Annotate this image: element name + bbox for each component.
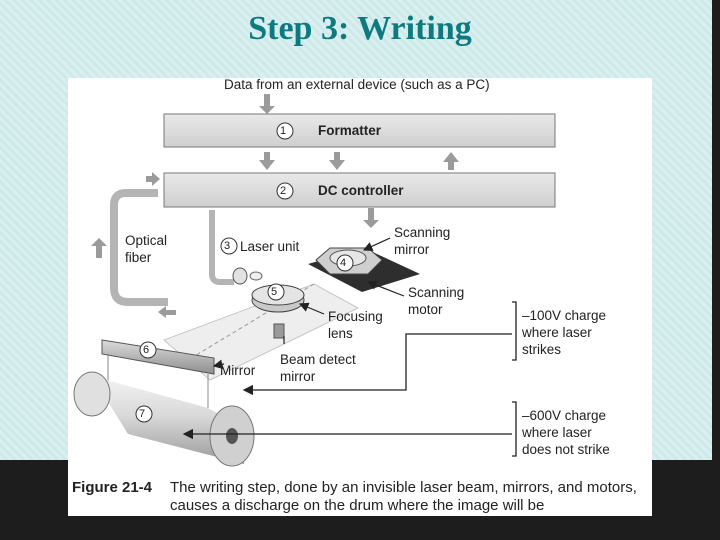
scanning-mirror-number: 4 — [340, 257, 347, 269]
drum-number: 7 — [139, 408, 146, 420]
optical-fiber-label-1: Optical — [125, 233, 168, 248]
dc-controller-label: DC controller — [318, 183, 404, 198]
formatter-label: Formatter — [318, 123, 382, 138]
charge-struck-line-1: –100V charge — [522, 308, 607, 323]
laser-unit-label: Laser unit — [240, 239, 300, 254]
charge-not-struck-line-2: where laser — [522, 425, 592, 440]
caption-text: The writing step, done by an invisible l… — [170, 479, 637, 514]
slide-title: Step 3: Writing — [248, 10, 472, 47]
laser-unit-number: 3 — [224, 240, 231, 252]
focusing-lens-label-2: lens — [328, 326, 353, 341]
formatter-number: 1 — [280, 125, 287, 137]
charge-struck-line-2: where laser — [522, 325, 592, 340]
charge-not-struck-line-3: does not strike — [522, 442, 610, 457]
dc-controller-box — [163, 172, 556, 208]
beam-detect-label-1: Beam detect — [280, 352, 356, 367]
focusing-lens-label-1: Focusing — [328, 309, 383, 324]
optical-fiber-path — [110, 189, 168, 306]
diagram-art — [68, 94, 652, 476]
mirror-label: Mirror — [220, 363, 256, 378]
scanning-motor-label-1: Scanning — [408, 285, 465, 300]
focusing-lens-number: 5 — [271, 286, 278, 298]
scanning-mirror-label-2: mirror — [394, 242, 430, 257]
drum — [92, 376, 244, 464]
figure-21-4: Data from an external device (such as a … — [68, 77, 652, 516]
dc-controller-number: 2 — [280, 185, 287, 197]
scanning-mirror-label-1: Scanning — [394, 225, 451, 240]
beam-detect-mirror — [273, 323, 285, 339]
mirror-number: 6 — [143, 344, 150, 356]
mirror — [101, 339, 215, 375]
optical-fiber-label-2: fiber — [125, 250, 152, 265]
scanning-motor-label-2: motor — [408, 302, 443, 317]
caption-label: Figure 21-4 — [72, 479, 153, 496]
right-frame — [712, 0, 720, 460]
laser-unit — [232, 267, 248, 285]
formatter-box — [163, 113, 556, 148]
charge-not-struck-line-1: –600V charge — [522, 408, 607, 423]
charge-struck-line-3: strikes — [522, 342, 562, 357]
flow-arrows — [91, 94, 459, 318]
beam-detect-label-2: mirror — [280, 369, 316, 384]
laser-unit-feed — [209, 210, 234, 285]
charge-arrows — [182, 301, 517, 457]
callout-leaders — [212, 237, 405, 370]
external-data-label: Data from an external device (such as a … — [224, 77, 490, 92]
